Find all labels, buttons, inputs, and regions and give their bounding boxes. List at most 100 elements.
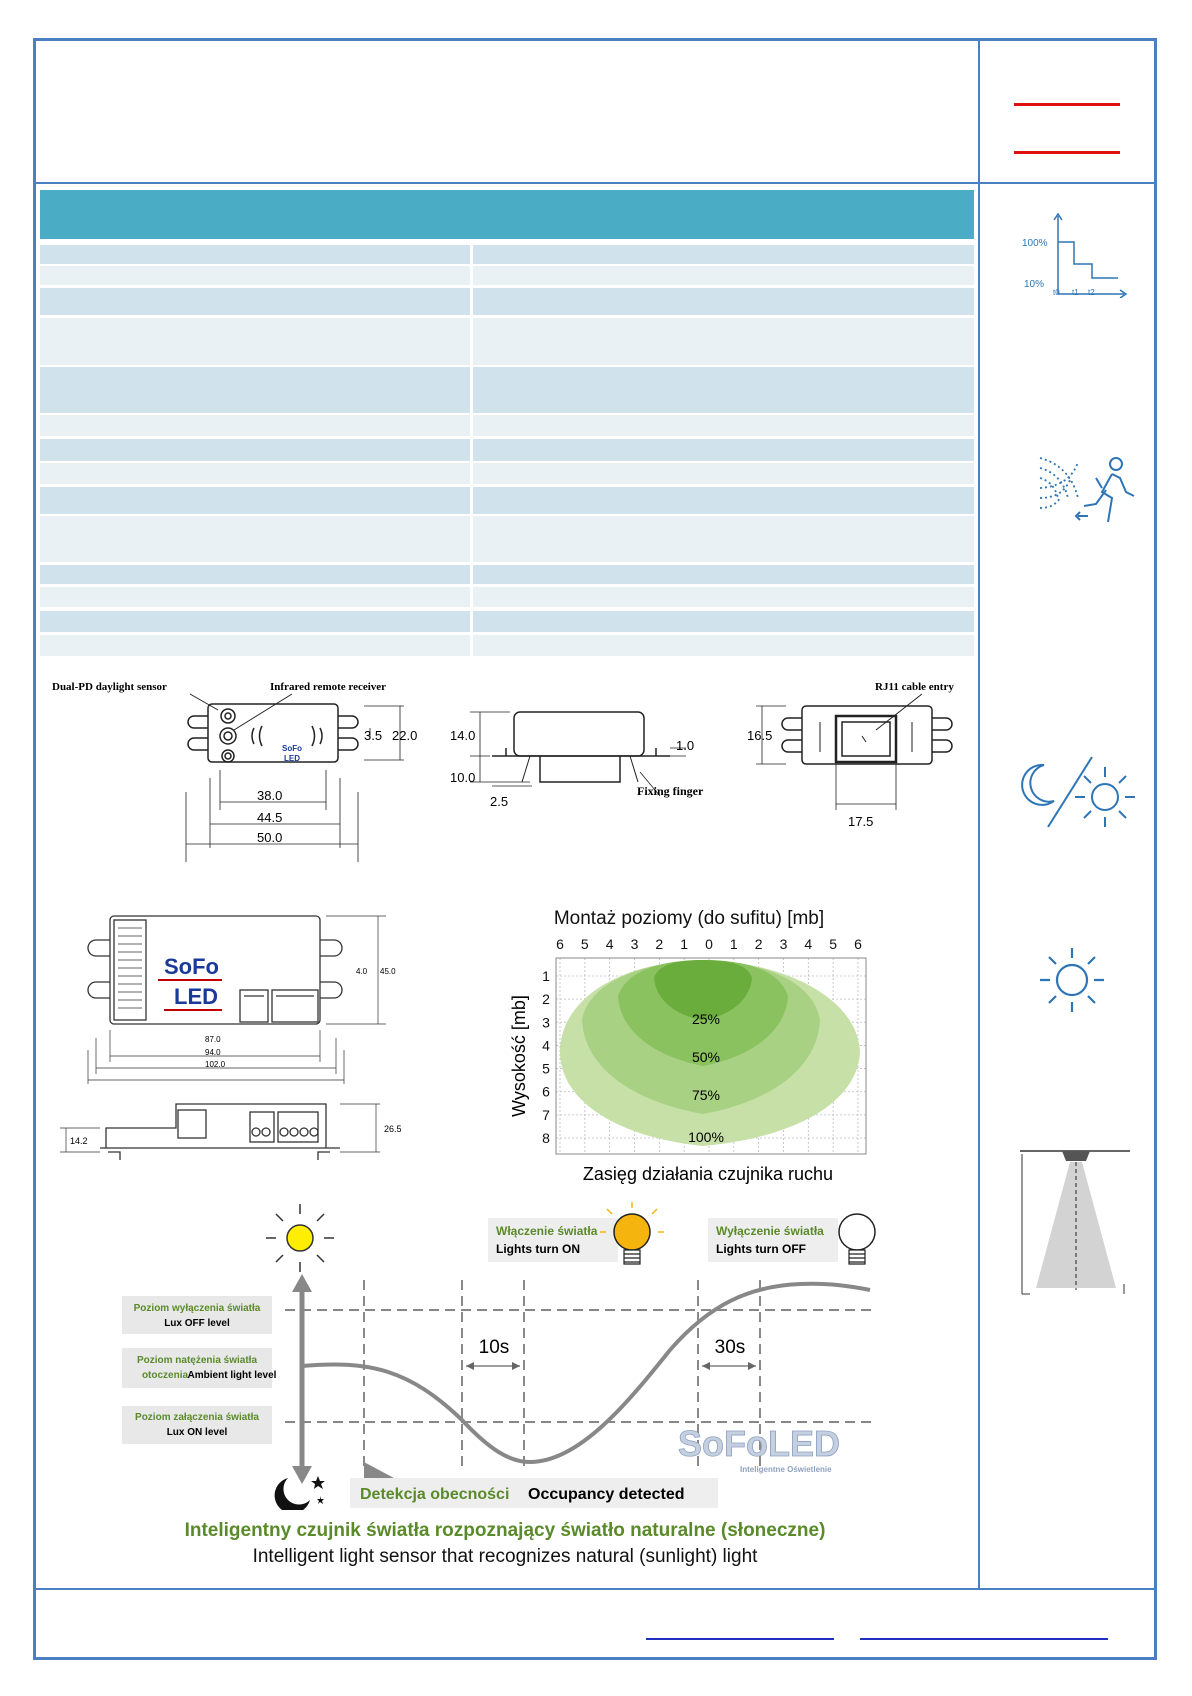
dim-10: 10% bbox=[1024, 279, 1044, 290]
detection-zones bbox=[560, 960, 860, 1146]
dim-t2: t2 bbox=[1088, 288, 1095, 297]
dim-14-0: 14.0 bbox=[450, 728, 475, 743]
caption-en: Intelligent light sensor that recognizes… bbox=[252, 1546, 758, 1567]
detection-chart-title: Montaż poziomy (do sufitu) [mb] bbox=[554, 908, 824, 929]
dimming-profile-icon: 100% 10% t0 t1 t2 bbox=[1022, 212, 1128, 298]
accent-line-top bbox=[1014, 103, 1120, 106]
ambient-en: Ambient light level bbox=[188, 1370, 277, 1381]
spec-row bbox=[40, 318, 974, 365]
sensor-top-view bbox=[207, 703, 339, 763]
dim-t0: t0 bbox=[1053, 288, 1060, 297]
caption-pl: Inteligentny czujnik światła rozpoznając… bbox=[184, 1520, 826, 1541]
bulb-on-icon bbox=[600, 1202, 664, 1265]
dim-17-5: 17.5 bbox=[848, 814, 873, 829]
footer-link-2[interactable] bbox=[860, 1638, 1108, 1640]
footer-link-1[interactable] bbox=[646, 1638, 834, 1640]
bulb-off-icon bbox=[838, 1213, 876, 1265]
page-frame bbox=[33, 38, 1157, 1660]
detection-chart-footer: Zasięg działania czujnika ruchu bbox=[583, 1164, 833, 1184]
dim-100: 100% bbox=[1022, 238, 1048, 249]
y-tick-label: 3 bbox=[542, 1014, 550, 1030]
logo-small-bottom: LED bbox=[284, 754, 300, 763]
lux-off-en: Lux OFF level bbox=[164, 1318, 230, 1329]
y-tick-label: 4 bbox=[542, 1037, 550, 1053]
sidebar-divider bbox=[978, 38, 980, 1588]
lux-on-label-box bbox=[122, 1406, 272, 1444]
footer-divider bbox=[33, 1588, 1157, 1590]
spec-row bbox=[40, 487, 974, 514]
occupancy-pl: Detekcja obecności bbox=[360, 1486, 509, 1503]
light-level-curve bbox=[301, 1281, 871, 1465]
zone-75: 75% bbox=[692, 1087, 720, 1103]
motion-sensor-icon bbox=[1039, 457, 1135, 523]
lux-on-en: Lux ON level bbox=[167, 1427, 228, 1438]
dim-16-5: 16.5 bbox=[747, 728, 772, 743]
watermark-logo: SoFoLED bbox=[678, 1423, 840, 1464]
dim-22-0: 22.0 bbox=[392, 728, 417, 743]
label-ir-receiver: Infrared remote receiver bbox=[270, 681, 386, 693]
lights-on-en: Lights turn ON bbox=[496, 1242, 580, 1256]
lights-off-box bbox=[708, 1218, 838, 1262]
dim-102-0: 102.0 bbox=[205, 1060, 226, 1069]
lux-off-pl: Poziom wyłączenia światła bbox=[134, 1303, 261, 1314]
x-tick-label: 2 bbox=[655, 936, 663, 952]
spec-row bbox=[40, 611, 974, 632]
spec-row bbox=[40, 415, 974, 436]
ambient-pl-1: Poziom natężenia światła bbox=[137, 1355, 257, 1366]
ambient-label-box bbox=[122, 1348, 272, 1388]
x-tick-label: 6 bbox=[854, 936, 862, 952]
module-side-view bbox=[100, 1103, 340, 1149]
x-tick-label: 6 bbox=[556, 936, 564, 952]
dim-26-5: 26.5 bbox=[384, 1124, 402, 1134]
occupancy-box bbox=[350, 1478, 718, 1508]
x-tick-label: 4 bbox=[606, 936, 614, 952]
dim-14-2: 14.2 bbox=[70, 1136, 88, 1146]
zone-100: 100% bbox=[688, 1129, 724, 1145]
detection-y-label: Wysokość [mb] bbox=[509, 995, 529, 1117]
spec-row bbox=[40, 565, 974, 584]
lux-on-pl: Poziom załączenia światła bbox=[135, 1412, 259, 1423]
label-fixing-finger: Fixing finger bbox=[637, 784, 704, 798]
module-logo-top: SoFo bbox=[164, 954, 219, 979]
dim-38-0: 38.0 bbox=[257, 788, 282, 803]
spec-row bbox=[40, 245, 974, 264]
lights-off-en: Lights turn OFF bbox=[716, 1242, 806, 1256]
dim-t1: t1 bbox=[1072, 288, 1079, 297]
y-tick-label: 6 bbox=[542, 1084, 550, 1100]
sun-icon bbox=[1040, 948, 1104, 1012]
sensor-back-view bbox=[801, 705, 933, 765]
logo-small-top: SoFo bbox=[282, 744, 302, 753]
x-tick-label: 1 bbox=[730, 936, 738, 952]
lux-off-label-box bbox=[122, 1296, 272, 1334]
spec-row bbox=[40, 635, 974, 656]
y-tick-label: 1 bbox=[542, 968, 550, 984]
dim-10-0: 10.0 bbox=[450, 770, 475, 785]
dim-45-0: 45.0 bbox=[380, 967, 396, 976]
dim-50-0: 50.0 bbox=[257, 830, 282, 845]
watermark-sub: Inteligentne Oświetlenie bbox=[740, 1465, 832, 1474]
x-tick-label: 4 bbox=[804, 936, 812, 952]
spec-row bbox=[40, 288, 974, 315]
x-tick-label: 0 bbox=[705, 936, 713, 952]
dim-2-5: 2.5 bbox=[490, 794, 508, 809]
x-tick-label: 5 bbox=[581, 936, 589, 952]
header-divider bbox=[33, 182, 1157, 184]
moon-icon bbox=[274, 1476, 325, 1510]
dim-44-5: 44.5 bbox=[257, 810, 282, 825]
delay-10s: 10s bbox=[479, 1337, 510, 1358]
ambient-pl-2: otoczenia bbox=[142, 1370, 189, 1381]
zone-50: 50% bbox=[692, 1049, 720, 1065]
y-tick-label: 5 bbox=[542, 1061, 550, 1077]
daylight-diagram: 10s 30s Poziom wyłączenia światła Lux OF… bbox=[122, 1202, 876, 1510]
spec-row bbox=[40, 587, 974, 607]
dim-3-5: 3.5 bbox=[364, 728, 382, 743]
dim-4-0: 4.0 bbox=[356, 967, 368, 976]
y-tick-label: 2 bbox=[542, 991, 550, 1007]
accent-line-bottom bbox=[1014, 151, 1120, 154]
x-tick-label: 3 bbox=[631, 936, 639, 952]
x-tick-label: 2 bbox=[755, 936, 763, 952]
dim-87-0: 87.0 bbox=[205, 1035, 221, 1044]
occupancy-en: Occupancy detected bbox=[528, 1486, 685, 1503]
module-logo-bottom: LED bbox=[174, 984, 218, 1009]
